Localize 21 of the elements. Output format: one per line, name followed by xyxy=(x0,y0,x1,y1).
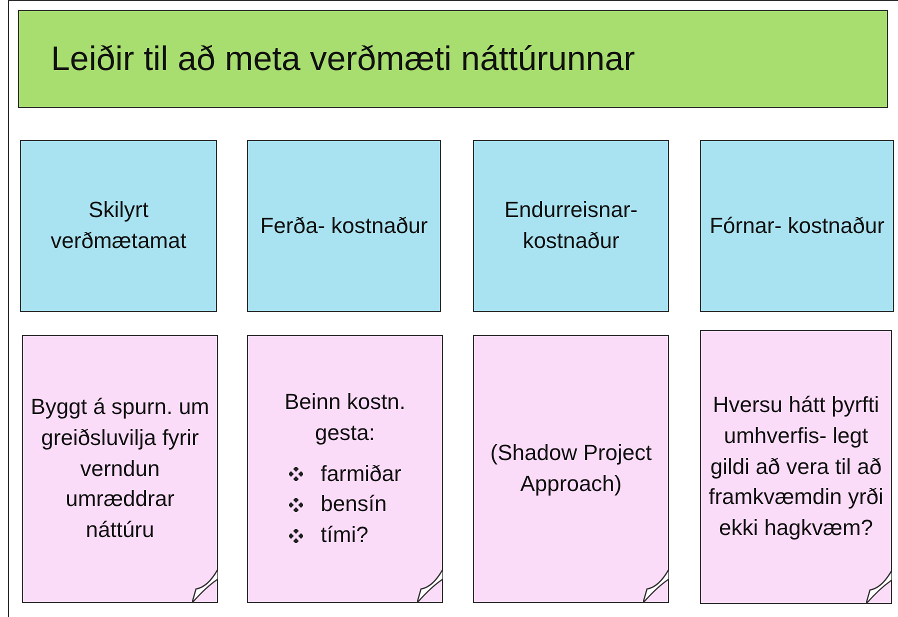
method-box xyxy=(20,140,217,312)
note-text: Beinn kostn. gesta: xyxy=(283,388,407,447)
note-text: Hversu hátt þyrfti umhverfis- legt gildi að vera til að framkvæmdin yrði ekki hagkvæm? xyxy=(708,391,884,542)
list-item: farmiðar xyxy=(320,460,402,488)
method-box xyxy=(700,140,894,312)
title: Leiðir til að meta verðmæti náttúrunnar xyxy=(51,40,635,78)
note-text: Byggt á spurn. um greiðsluvilja fyrir verndun umræddrar náttúru xyxy=(30,393,210,544)
note-card xyxy=(473,335,669,603)
note-card xyxy=(700,330,892,604)
method-box xyxy=(473,140,669,312)
method-label: Endurreisnar- kostnaður xyxy=(503,196,639,255)
note-text: (Shadow Project Approach) xyxy=(489,439,653,498)
note-card xyxy=(22,335,218,603)
method-label: Fórnar- kostnaður xyxy=(708,212,886,240)
method-box xyxy=(247,140,441,312)
list-item: tími? xyxy=(320,521,368,550)
list-item: bensín xyxy=(320,490,387,518)
note-card xyxy=(247,335,443,603)
title-band xyxy=(18,10,888,108)
method-label: Ferða- kostnaður xyxy=(259,212,429,240)
method-label: Skilyrt verðmætamat xyxy=(50,196,188,255)
